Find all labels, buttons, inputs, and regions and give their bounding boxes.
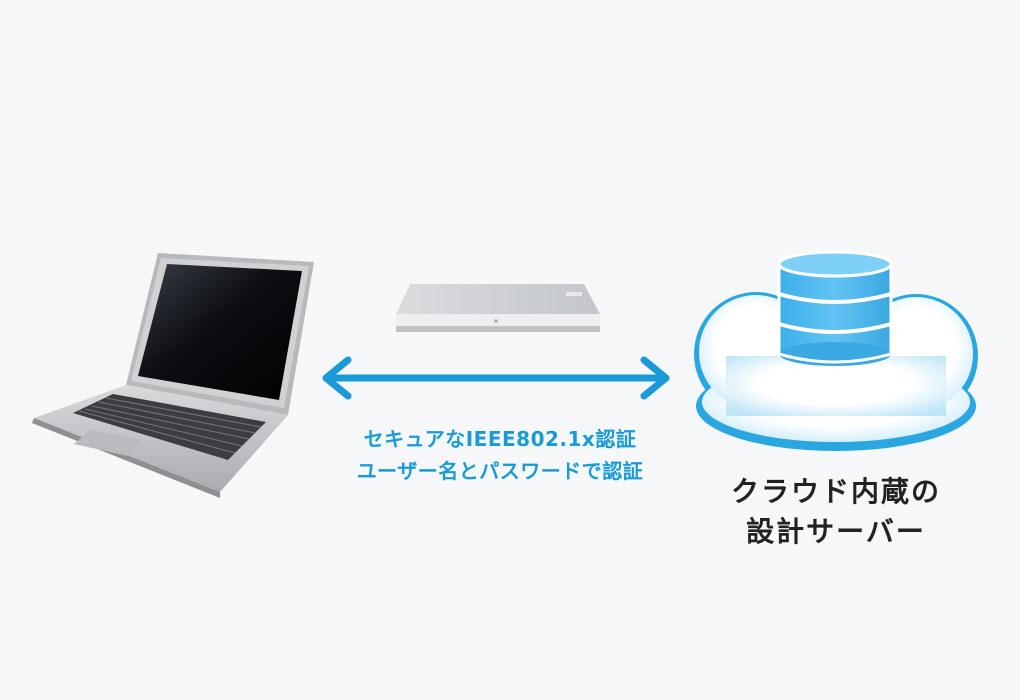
access-point-icon <box>396 284 600 332</box>
database-icon <box>777 250 893 366</box>
server-label-line1: クラウド内蔵の <box>730 475 941 508</box>
server-label-line2: 設計サーバー <box>746 515 926 548</box>
cloud-icon <box>694 250 978 451</box>
laptop-icon <box>32 253 314 498</box>
auth-caption-line2: ユーザー名とパスワードで認証 <box>356 459 644 483</box>
auth-caption-line1: セキュアなIEEE802.1x認証 <box>363 427 637 451</box>
double-arrow-icon <box>322 356 670 400</box>
